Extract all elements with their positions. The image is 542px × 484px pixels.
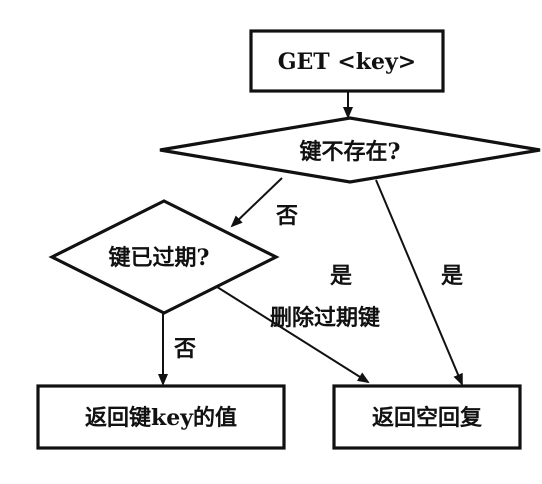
not-exist-label: 键不存在? (300, 139, 401, 165)
arrow-not-exist-to-return-empty (375, 179, 463, 386)
expired-no-label: 否 (173, 336, 196, 362)
return-empty-box (332, 384, 522, 450)
expired-label: 键已过期? (109, 245, 210, 271)
arrow-expired-to-return-empty (205, 279, 370, 384)
delete-expired-label: 删除过期键 (270, 305, 380, 331)
get-key-label: GET <key> (278, 49, 416, 75)
not-exist-decision (159, 116, 541, 184)
return-value-label: 返回键key的值 (85, 405, 237, 431)
not-exist-no-label: 否 (275, 203, 298, 229)
not-exist-yes-label: 是 (441, 263, 463, 289)
return-empty-label: 返回空回复 (372, 405, 483, 431)
return-value-box (36, 384, 286, 450)
expired-decision (48, 199, 280, 315)
get-key-box (249, 29, 445, 93)
expired-yes-label: 是 (330, 263, 352, 289)
arrow-not-exist-to-expired (230, 177, 283, 228)
